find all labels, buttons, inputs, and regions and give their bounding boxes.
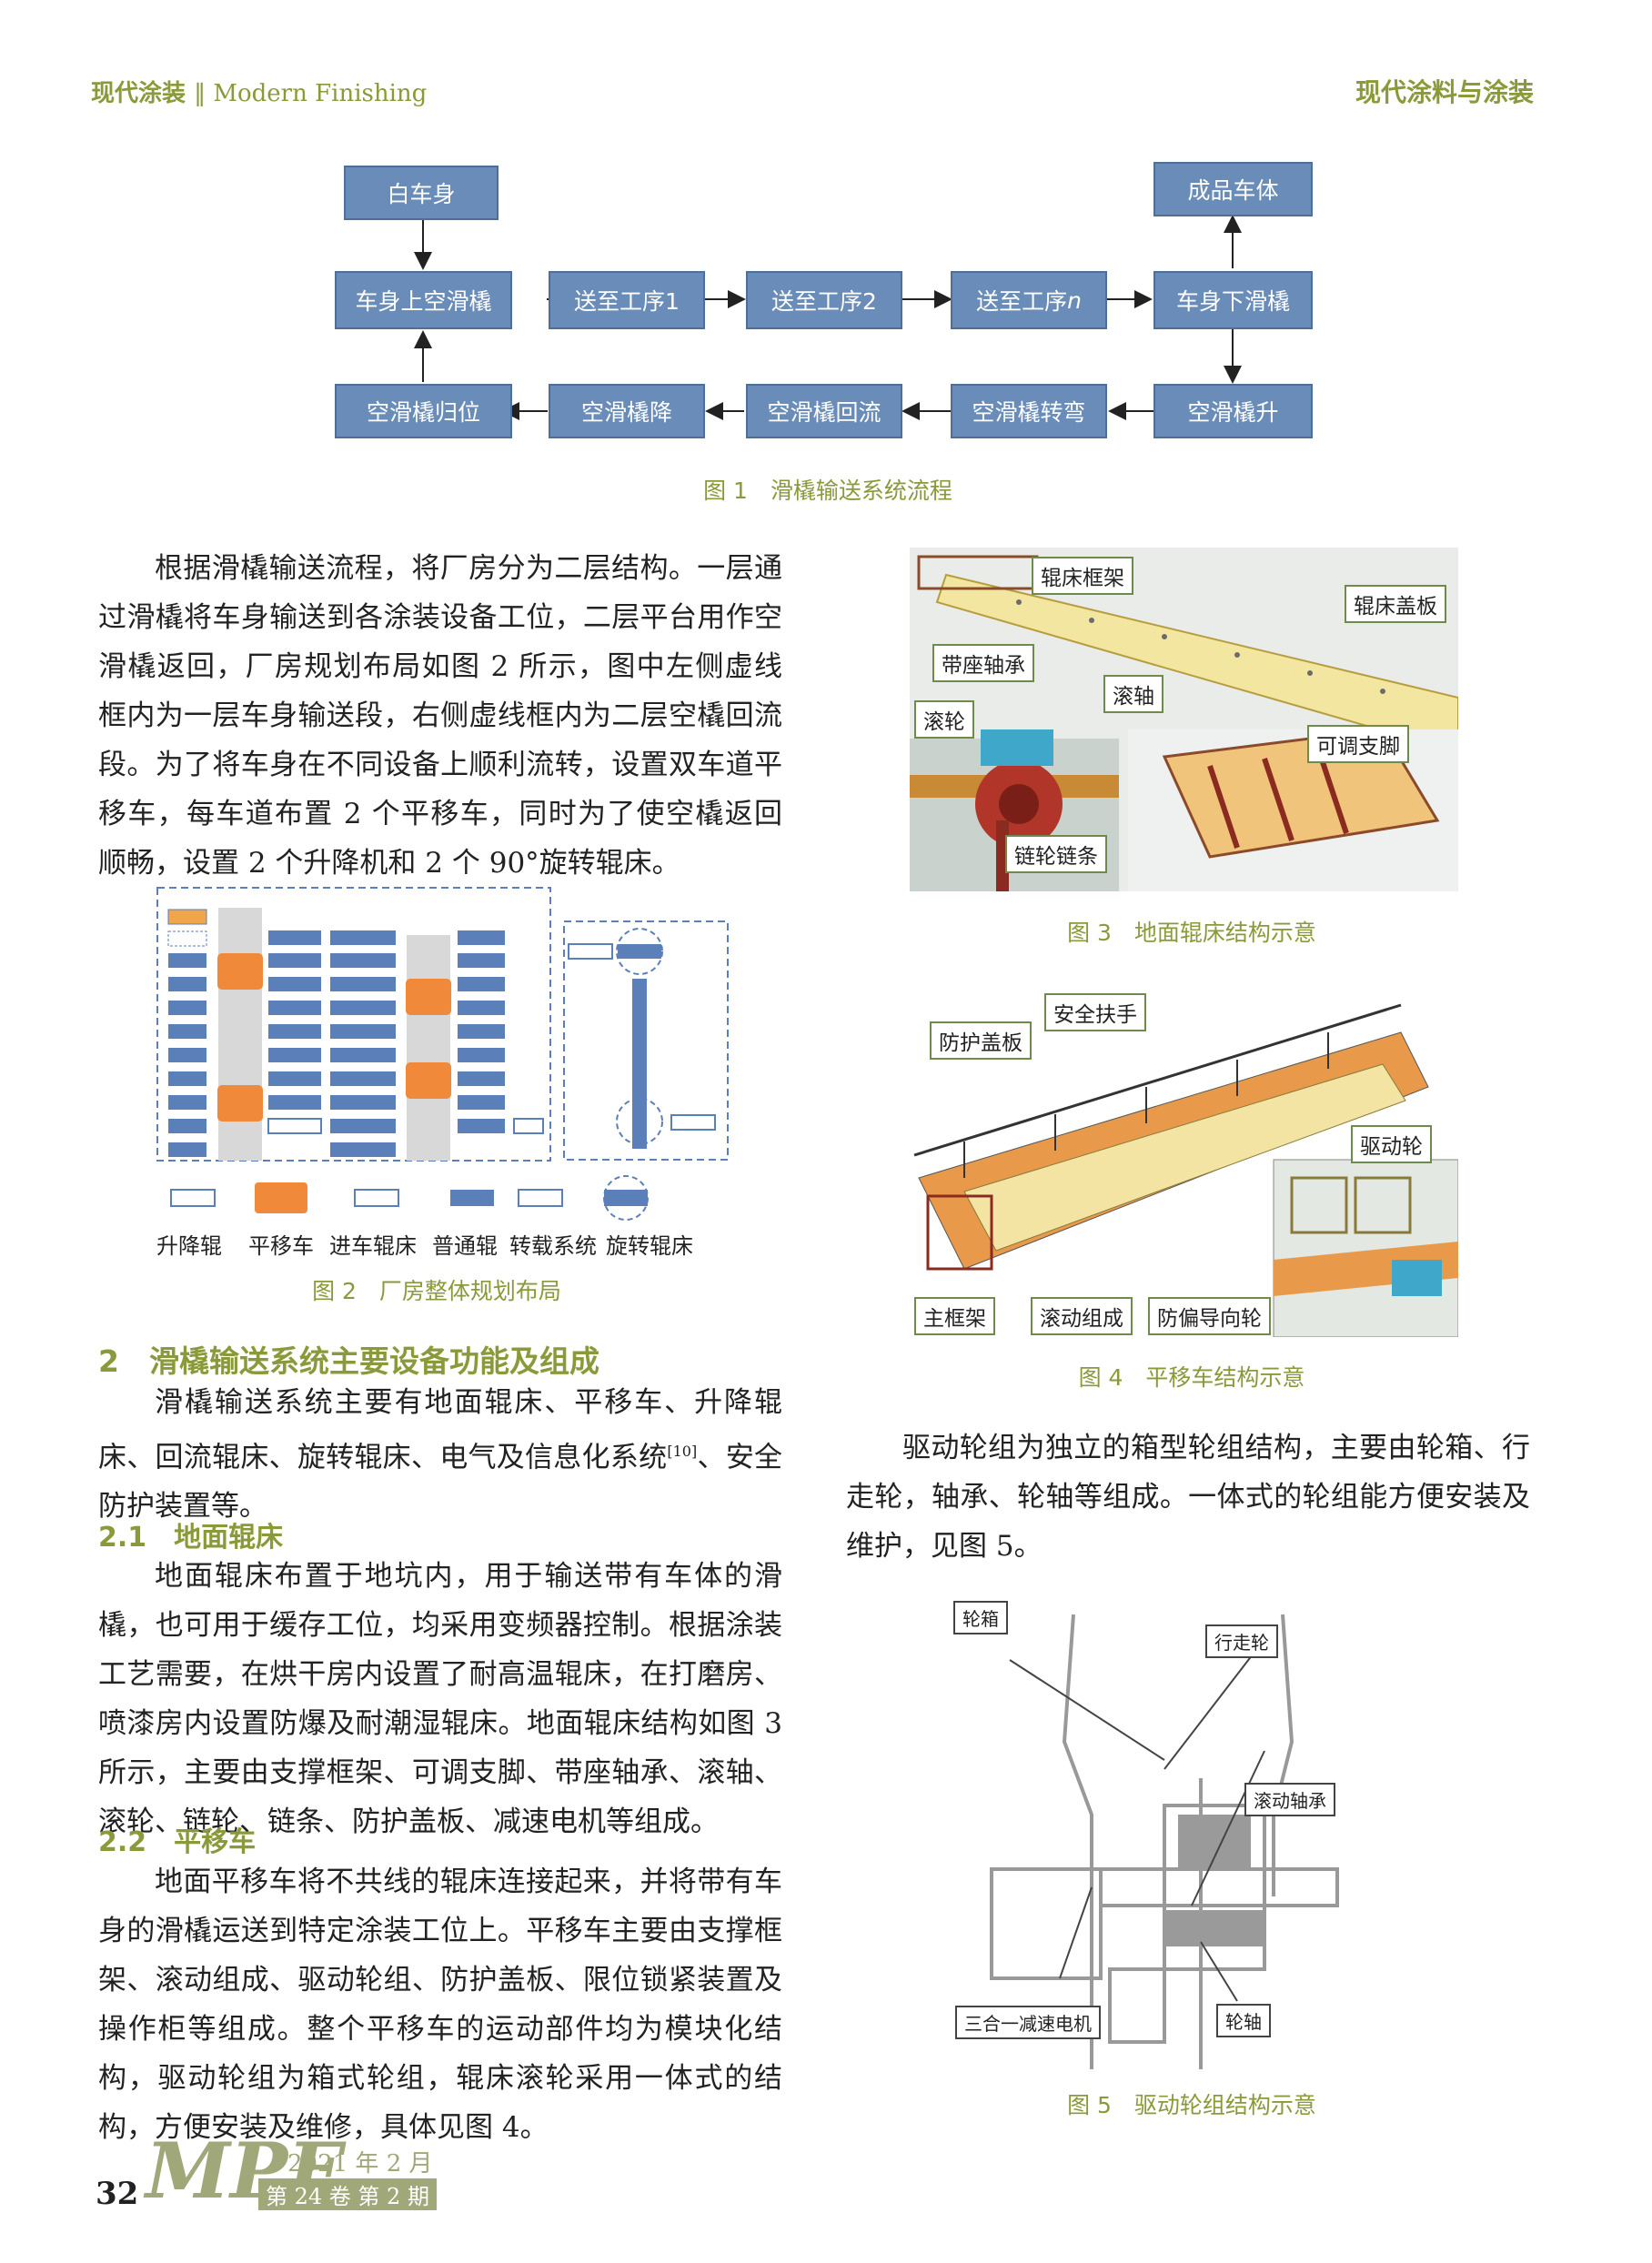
legend-normal-roller: 普通辊 (432, 1233, 498, 1259)
label-gear-motor: 三合一减速电机 (955, 2006, 1101, 2039)
legend-entry-roller: 进车辊床 (329, 1233, 417, 1259)
paragraph-drive-wheel: 驱动轮组为独立的箱型轮组结构，主要由轮箱、行走轮，轴承、轮轴等组成。一体式的轮组… (846, 1432, 1530, 1563)
drive-wheel-drawing (955, 1596, 1428, 2074)
flow-box-pn-var: n (1067, 287, 1082, 314)
flow-box-return: 空滑橇回流 (746, 384, 902, 438)
subsection-2-1-heading: 2.1 地面辊床 (98, 1522, 284, 1554)
citation-10: [10] (667, 1443, 698, 1460)
label-wheel-box: 轮箱 (953, 1601, 1008, 1634)
label-adjustable-foot: 可调支脚 (1307, 725, 1409, 763)
figure-3-caption: 图 3 地面辊床结构示意 (1067, 920, 1316, 946)
journal-separator: ‖ (194, 80, 214, 107)
label-axle: 轮轴 (1216, 2004, 1271, 2037)
figure-2-caption: 图 2 厂房整体规划布局 (312, 1278, 561, 1304)
plant-layout-diagram (156, 887, 729, 1162)
flow-box-unload: 车身下滑橇 (1153, 271, 1313, 329)
page-number: 32 (96, 2176, 139, 2212)
label-main-frame: 主框架 (914, 1297, 995, 1335)
label-guide-wheel: 防偏导向轮 (1148, 1297, 1271, 1335)
label-shaft: 滚轴 (1103, 675, 1163, 713)
section-2-heading: 2 滑橇输送系统主要设备功能及组成 (98, 1343, 599, 1379)
issue-volume: 第 24 卷 第 2 期 (258, 2178, 437, 2210)
legend-lift-roller: 升降辊 (156, 1233, 222, 1259)
flow-box-up: 空滑橇升 (1153, 384, 1313, 438)
figure-1-caption: 图 1 滑橇输送系统流程 (703, 478, 952, 504)
paragraph-layout: 根据滑橇输送流程，将厂房分为二层结构。一层通过滑橇将车身输送到各涂装设备工位，二… (98, 552, 782, 880)
flow-box-finished: 成品车体 (1153, 162, 1313, 216)
label-drive-wheel: 驱动轮 (1351, 1125, 1432, 1163)
paragraph-floor-roller: 地面辊床布置于地坑内，用于输送带有车体的滑橇，也可用于缓存工位，均采用变频器控制… (98, 1560, 782, 1838)
flow-box-reset: 空滑橇归位 (335, 384, 512, 438)
paragraph-shuttle: 地面平移车将不共线的辊床连接起来，并将带有车身的滑橇运送到特定涂装工位上。平移车… (98, 1866, 782, 2144)
figure-4-caption: 图 4 平移车结构示意 (1078, 1364, 1305, 1391)
flow-box-down: 空滑橇降 (549, 384, 705, 438)
flow-box-pn-text: 送至工序 (976, 288, 1068, 315)
floor-roller-illustration (910, 548, 1458, 891)
plant-layout-legend-icons (170, 1175, 649, 1221)
flow-box-turn: 空滑橇转弯 (951, 384, 1107, 438)
label-rolling-bearing: 滚动轴承 (1244, 1783, 1335, 1816)
flow-box-p1: 送至工序1 (549, 271, 705, 329)
paragraph-equipment: 滑橇输送系统主要有地面辊床、平移车、升降辊床、回流辊床、旋转辊床、电气及信息化系… (98, 1386, 783, 1524)
label-wheel: 滚轮 (914, 700, 974, 739)
label-roller-cover: 辊床盖板 (1345, 585, 1446, 623)
legend-rotary-roller: 旋转辊床 (606, 1233, 693, 1259)
label-walking-wheel: 行走轮 (1205, 1624, 1278, 1658)
figure-5-caption: 图 5 驱动轮组结构示意 (1067, 2092, 1316, 2118)
flow-box-load: 车身上空滑橇 (335, 271, 512, 329)
journal-header-left: 现代涂装 ‖ Modern Finishing (91, 75, 427, 108)
label-safety-rail: 安全扶手 (1044, 993, 1146, 1031)
issue-date: 2021 年 2 月 (287, 2150, 433, 2178)
journal-header-right: 现代涂料与涂装 (1355, 77, 1534, 107)
label-protective-cover: 防护盖板 (930, 1021, 1032, 1060)
flow-box-p2: 送至工序2 (746, 271, 902, 329)
flow-box-white-body: 白车身 (344, 166, 499, 220)
legend-transfer: 转载系统 (509, 1233, 597, 1259)
legend-shuttle: 平移车 (248, 1233, 314, 1259)
subsection-2-2-heading: 2.2 平移车 (98, 1826, 257, 1858)
label-sprocket-chain: 链轮链条 (1005, 835, 1107, 873)
label-rolling-unit: 滚动组成 (1031, 1297, 1133, 1335)
journal-name-cn: 现代涂装 (91, 80, 186, 107)
journal-name-en: Modern Finishing (213, 80, 428, 107)
label-roller-frame: 辊床框架 (1032, 557, 1133, 595)
label-bearing: 带座轴承 (932, 644, 1034, 682)
